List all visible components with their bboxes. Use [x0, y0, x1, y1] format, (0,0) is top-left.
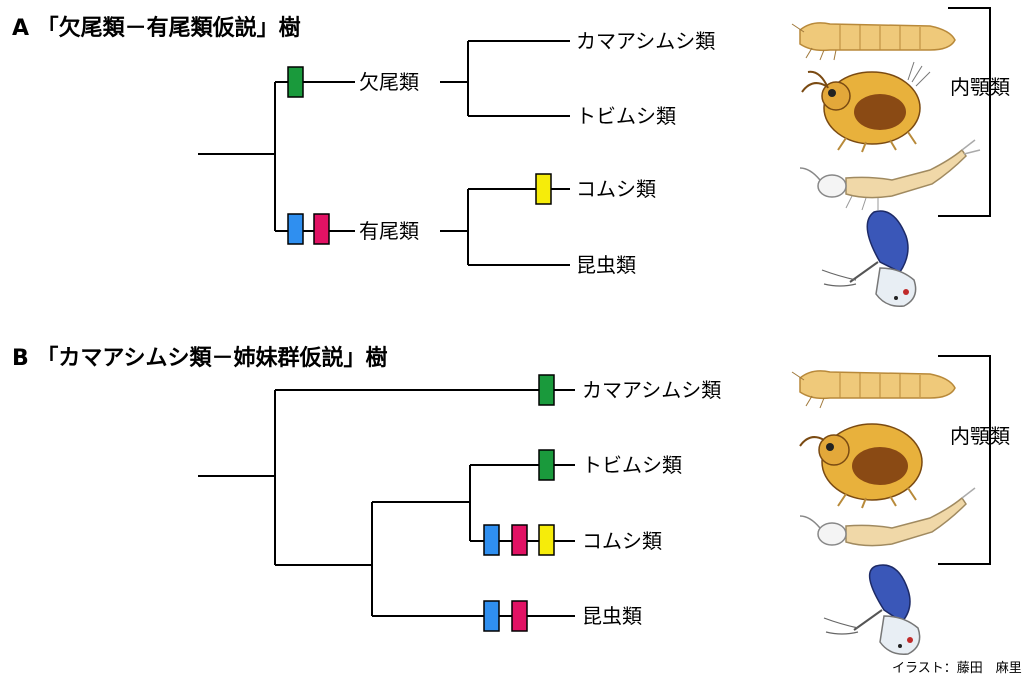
clade-label-lower: 有尾類	[359, 219, 419, 243]
dipluran-illustration-b	[799, 487, 976, 547]
bracket-a-label: 内顎類	[950, 75, 1010, 99]
butterfly-illustration	[821, 210, 917, 307]
panel-a-heading: A 「欠尾類－有尾類仮説」樹	[12, 16, 301, 41]
marker-b-pink-dipluran	[511, 524, 528, 556]
proturan-illustration-b	[791, 370, 956, 409]
bracket-a	[938, 7, 991, 217]
illustration-credit: イラスト：藤田 麻里	[892, 661, 1022, 676]
springtail-illustration-b	[799, 423, 923, 509]
marker-a-green	[287, 66, 304, 98]
butterfly-illustration-b	[823, 564, 921, 655]
taxon-a-springtail: トビムシ類	[576, 104, 676, 128]
panel-b-heading: B 「カマアシムシ類－姉妹群仮説」樹	[12, 346, 388, 371]
marker-a-pink	[313, 213, 330, 245]
marker-b-green-springtail	[538, 449, 555, 481]
tree-b-branches	[198, 389, 575, 617]
marker-a-yellow	[535, 173, 552, 205]
bracket-b-label: 内顎類	[950, 424, 1010, 448]
marker-b-blue-dipluran	[483, 524, 500, 556]
taxon-a-insect: 昆虫類	[576, 253, 636, 277]
taxon-b-proturan: カマアシムシ類	[582, 378, 722, 402]
marker-a-blue	[287, 213, 304, 245]
marker-b-blue-insect	[483, 600, 500, 632]
taxon-a-dipluran: コムシ類	[576, 177, 656, 201]
dipluran-illustration	[799, 139, 981, 211]
marker-b-yellow-dipluran	[538, 524, 555, 556]
taxon-a-proturan: カマアシムシ類	[576, 29, 716, 53]
springtail-illustration	[801, 61, 931, 153]
taxon-b-dipluran: コムシ類	[582, 529, 662, 553]
taxon-b-insect: 昆虫類	[582, 604, 642, 628]
taxon-b-springtail: トビムシ類	[582, 453, 682, 477]
bracket-b	[938, 355, 991, 565]
clade-label-upper: 欠尾類	[359, 70, 419, 94]
proturan-illustration	[791, 22, 956, 61]
marker-b-green-proturan	[538, 374, 555, 406]
marker-b-pink-insect	[511, 600, 528, 632]
